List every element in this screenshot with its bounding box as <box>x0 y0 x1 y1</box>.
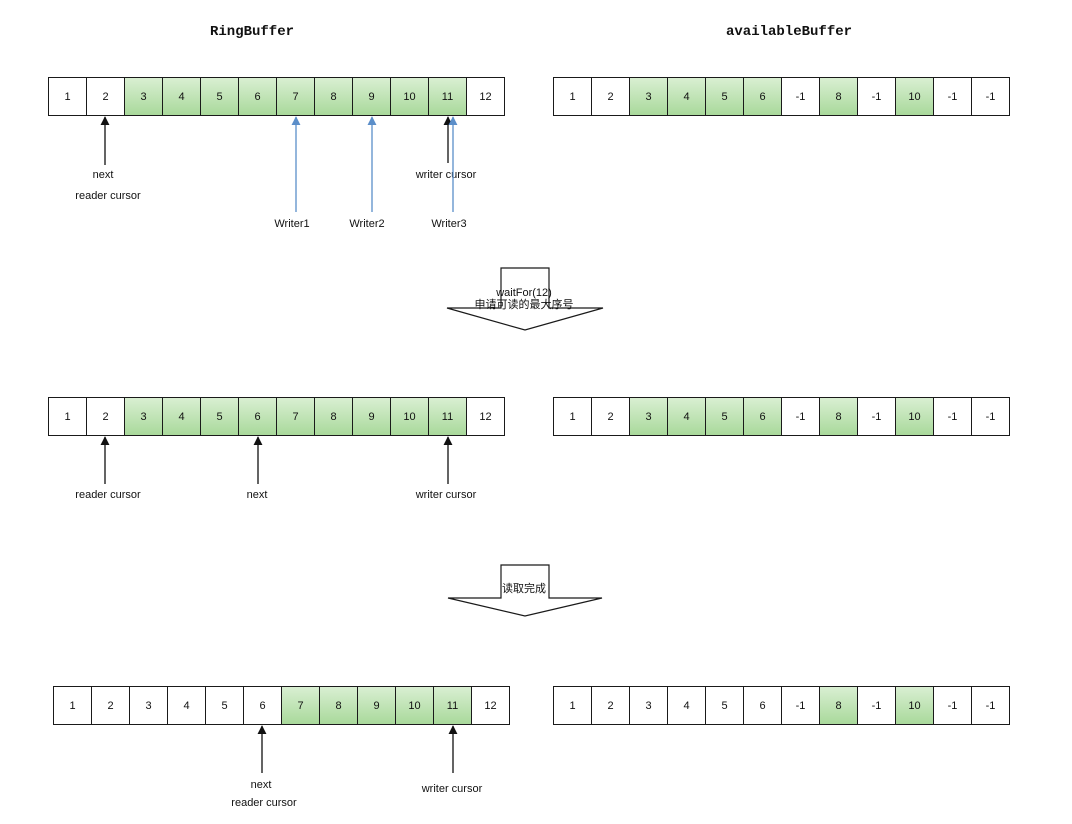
read-complete-step-label: 读取完成 <box>502 583 546 595</box>
available-cell: 2 <box>591 397 630 436</box>
ring-cell: 8 <box>319 686 358 725</box>
available-cell: 3 <box>629 397 668 436</box>
available-cell: 2 <box>591 686 630 725</box>
waitfor-step-label: waitFor(12) 申请可读的最大序号 <box>475 287 574 311</box>
available-cell: 5 <box>705 397 744 436</box>
ring-cell: 10 <box>390 397 429 436</box>
available-cell: 1 <box>553 686 592 725</box>
next-label: next <box>246 489 268 501</box>
available-cell: 10 <box>895 397 934 436</box>
availablebuffer-title: availableBuffer <box>726 24 853 40</box>
ring-cell: 5 <box>205 686 244 725</box>
writer3-label: Writer3 <box>431 218 467 230</box>
ring-cell: 8 <box>314 77 353 116</box>
reader-cursor-label: reader cursor <box>75 190 141 202</box>
ring-cell: 9 <box>352 77 391 116</box>
ring-cell: 4 <box>162 77 201 116</box>
ring-cell: 6 <box>238 397 277 436</box>
available-cell: -1 <box>971 397 1010 436</box>
next-label: next <box>92 169 114 181</box>
ring-cell: 6 <box>243 686 282 725</box>
available-cell: 1 <box>553 397 592 436</box>
ring-cell: 3 <box>124 77 163 116</box>
ring-cell: 1 <box>48 77 87 116</box>
ring-cell: 2 <box>91 686 130 725</box>
ring-cell: 4 <box>162 397 201 436</box>
ring-cell: 5 <box>200 77 239 116</box>
ring-cell: 9 <box>352 397 391 436</box>
ring-cell: 4 <box>167 686 206 725</box>
ring-cell: 12 <box>466 77 505 116</box>
writer-cursor-label: writer cursor <box>421 783 483 795</box>
available-cell: 10 <box>895 686 934 725</box>
waitfor-description-text: 申请可读的最大序号 <box>474 299 574 311</box>
available-cell: 10 <box>895 77 934 116</box>
available-cell: -1 <box>781 686 820 725</box>
writer1-label: Writer1 <box>274 218 310 230</box>
writer-cursor-label: writer cursor <box>415 169 477 181</box>
ring-cell: 12 <box>466 397 505 436</box>
ring-cell: 12 <box>471 686 510 725</box>
available-cell: 3 <box>629 77 668 116</box>
ringbuffer-title: RingBuffer <box>210 24 295 40</box>
available-cell: 5 <box>705 686 744 725</box>
ring-cell: 11 <box>428 397 467 436</box>
available-cell: -1 <box>971 686 1010 725</box>
writer2-label: Writer2 <box>349 218 385 230</box>
available-cell: 3 <box>629 686 668 725</box>
reader-cursor-label: reader cursor <box>75 489 141 501</box>
available-cell: -1 <box>933 686 972 725</box>
step-arrow-shape <box>446 267 604 331</box>
waitfor-call-text: waitFor(12) <box>496 287 552 299</box>
next-label: next <box>250 779 272 791</box>
ring-cell: 1 <box>48 397 87 436</box>
read-complete-text: 读取完成 <box>502 583 546 595</box>
available-cell: -1 <box>933 397 972 436</box>
reader-cursor-label: reader cursor <box>231 797 297 809</box>
ring-cell: 2 <box>86 77 125 116</box>
available-cell: -1 <box>971 77 1010 116</box>
available-cell: 8 <box>819 397 858 436</box>
writer-cursor-label: writer cursor <box>415 489 477 501</box>
ring-cell: 7 <box>281 686 320 725</box>
ring-cell: 11 <box>428 77 467 116</box>
step-arrow-shape <box>447 564 603 617</box>
available-cell: 8 <box>819 686 858 725</box>
available-cell: -1 <box>781 397 820 436</box>
ring-cell: 10 <box>390 77 429 116</box>
ring-cell: 10 <box>395 686 434 725</box>
available-cell: 4 <box>667 77 706 116</box>
ring-cell: 3 <box>129 686 168 725</box>
